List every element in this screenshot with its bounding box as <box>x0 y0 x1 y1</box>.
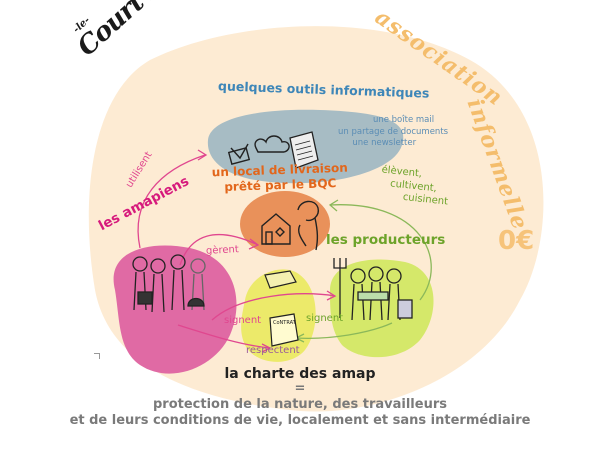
svg-text:CoNTRAT: CoNTRAT <box>273 320 297 326</box>
corner-mark <box>94 353 100 359</box>
charte-description-line2: et de leurs conditions de vie, localemen… <box>69 413 531 428</box>
person-icon <box>297 200 320 251</box>
tools-item: une newsletter <box>352 138 417 148</box>
charte-title: la charte des amap <box>224 366 376 382</box>
verb-signent-right: signent <box>306 313 344 324</box>
arrow-utilisent <box>137 154 206 249</box>
newsletter-icon <box>289 131 319 169</box>
verb-respectent: respectent <box>246 345 300 356</box>
producteurs-label: les producteurs <box>326 232 446 248</box>
producer-actions: élèvent, cultivent, cuisinent <box>378 164 451 209</box>
price-label: 0€ <box>498 226 535 256</box>
amapiens-people-icon <box>132 254 206 313</box>
tools-item: une boîte mail <box>372 115 435 125</box>
producteurs-people-icon <box>333 258 413 321</box>
arrow-producers-local <box>329 204 432 301</box>
house-icon <box>261 213 291 245</box>
arrow-signent-right <box>295 322 393 339</box>
banknote-icon <box>264 270 297 289</box>
envelope-icon <box>227 143 251 165</box>
verb-gerent: gèrent <box>205 244 240 257</box>
equals-sign: = <box>294 381 306 396</box>
charte-description-line1: protection de la nature, des travailleur… <box>153 397 447 412</box>
tools-item: un partage de documents <box>338 126 449 137</box>
arrow-signent-left <box>177 324 271 349</box>
arrow-payment <box>211 293 336 321</box>
contract-icon: CoNTRAT <box>269 313 299 347</box>
arrow-gerent <box>179 233 259 266</box>
tools-list: une boîte mail un partage de documents u… <box>338 115 448 150</box>
cloud-icon <box>254 135 290 153</box>
verb-signent-left: signent <box>224 315 262 326</box>
local-label: un local de livraison prêté par le BQC <box>212 161 349 196</box>
